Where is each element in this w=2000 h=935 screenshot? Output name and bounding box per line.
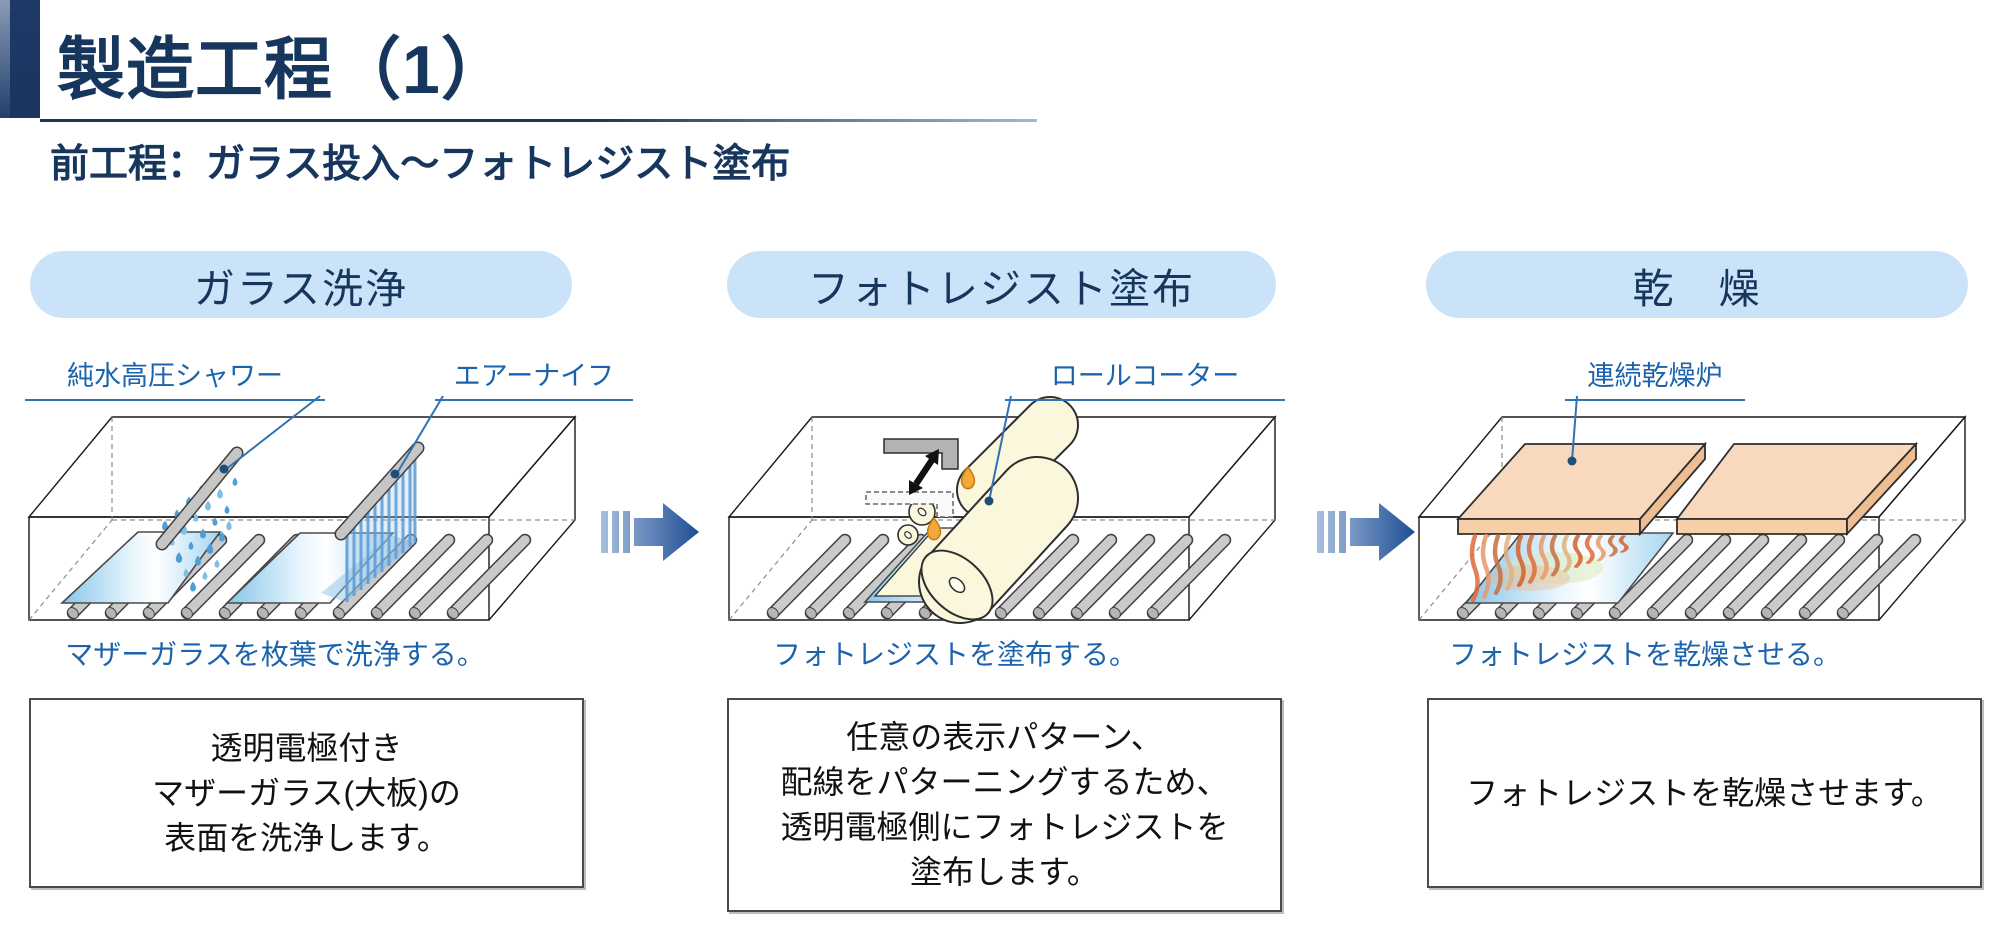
coating-diagram (727, 395, 1277, 630)
mother-glass-panel-2 (225, 532, 395, 604)
description-line: 透明電極付き (210, 729, 403, 766)
striped-flow-arrow-icon (601, 503, 699, 561)
drying-figure: 連続乾燥炉 (1405, 330, 2000, 630)
equipment-label-roll-coater: ロールコーター (1005, 354, 1285, 401)
title-accent-gradient-strip (0, 0, 10, 118)
page-title: 製造工程（1） (57, 32, 510, 108)
description-line: 配線をパターニングするため、 (780, 764, 1229, 800)
leader-lines (219, 395, 444, 479)
leader-lines (984, 395, 1012, 506)
cleaning-figure: 純水高圧シャワー エアーナイフ (15, 330, 635, 630)
equipment-label-air-knife: エアーナイフ (435, 354, 633, 401)
cleaning-tank-box (27, 415, 577, 621)
stage-column-drying: 乾 燥 (1405, 251, 2000, 935)
title-accent-bar (10, 0, 40, 118)
stage-caption-coating: フォトレジストを塗布する。 (772, 639, 1137, 670)
description-line: フォトレジストを乾燥させます。 (1466, 774, 1943, 811)
stage-pill-cleaning: ガラス洗浄 (30, 251, 572, 318)
drying-diagram (1417, 395, 1967, 630)
description-box-coating: 任意の表示パターン、 配線をパターニングするため、 透明電極側にフォトレジストを… (727, 698, 1282, 912)
equipment-label-drying-furnace: 連続乾燥炉 (1565, 354, 1745, 401)
stage-pill-coating: フォトレジスト塗布 (727, 251, 1276, 318)
heater-plate-1 (1455, 441, 1707, 537)
description-line: 透明電極側にフォトレジストを (780, 809, 1229, 845)
description-line: マザーガラス(大板)の (152, 774, 461, 811)
coater-bracket-ghost (865, 491, 954, 518)
description-line: 塗布します。 (910, 854, 1099, 890)
cleaning-diagram (27, 395, 577, 630)
air-knife-curtain (321, 455, 417, 604)
description-box-drying: フォトレジストを乾燥させます。 (1427, 698, 1982, 888)
striped-flow-arrow-icon (1317, 503, 1415, 561)
equipment-label-shower: 純水高圧シャワー (25, 354, 325, 401)
stage-pill-drying: 乾 燥 (1426, 251, 1968, 318)
stage-caption-drying: フォトレジストを乾燥させる。 (1448, 639, 1841, 670)
stage-column-cleaning: ガラス洗浄 (15, 251, 635, 935)
description-line: 表面を洗浄します。 (164, 819, 449, 856)
stage-column-coating: フォトレジスト塗布 (715, 251, 1335, 935)
heater-plate-2 (1675, 441, 1919, 537)
leader-lines (1567, 395, 1578, 466)
double-arrow-icon (909, 449, 939, 495)
roll-coater (897, 396, 1079, 624)
air-knife-bar (334, 441, 425, 541)
coating-tank-hidden-edges (728, 417, 1275, 621)
page-subtitle: 前工程：ガラス投入～フォトレジスト塗布 (50, 143, 791, 186)
coating-figure: ロールコーター (715, 330, 1335, 630)
description-box-cleaning: 透明電極付き マザーガラス(大板)の 表面を洗浄します。 (29, 698, 584, 888)
stage-caption-cleaning: マザーガラスを枚葉で洗浄する。 (65, 639, 485, 670)
mother-glass-panel-1 (59, 531, 222, 604)
title-rule (40, 119, 1037, 122)
description-line: 任意の表示パターン、 (846, 719, 1163, 755)
cleaning-tank-hidden-edges (28, 417, 575, 621)
coater-bracket (883, 438, 959, 470)
